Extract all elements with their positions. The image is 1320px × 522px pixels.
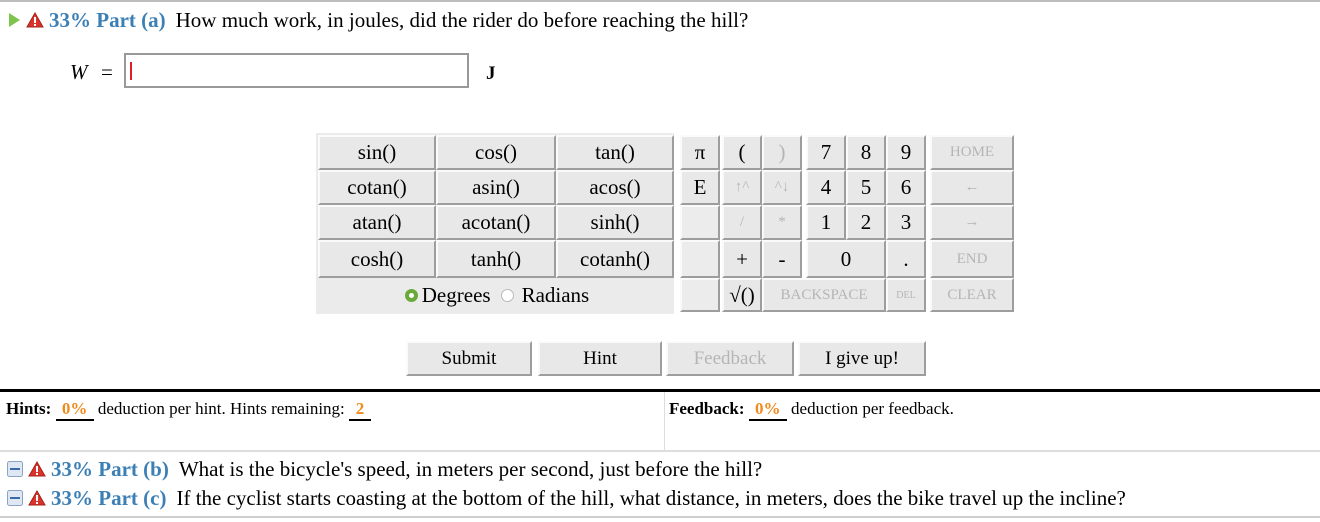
key-right-arrow[interactable]: → xyxy=(930,205,1014,240)
key-decimal[interactable]: . xyxy=(886,240,926,278)
hints-remaining: 2 xyxy=(349,399,372,421)
expand-icon[interactable] xyxy=(7,490,23,506)
key-left-arrow[interactable]: ← xyxy=(930,170,1014,205)
feedback-deduction: 0% xyxy=(748,399,787,421)
hints-text: deduction per hint. Hints remaining: xyxy=(97,399,345,418)
key-superscript-down[interactable]: ^↓ xyxy=(762,170,802,205)
feedback-info: Feedback: 0% deduction per feedback. xyxy=(669,399,954,421)
warning-icon xyxy=(26,12,44,28)
warning-icon xyxy=(28,461,46,477)
key-empty-1 xyxy=(680,205,720,240)
key-clear[interactable]: CLEAR xyxy=(930,278,1014,312)
key-6[interactable]: 6 xyxy=(886,170,926,205)
key-backspace[interactable]: BACKSPACE xyxy=(762,278,886,312)
column-divider xyxy=(664,392,665,452)
key-atan[interactable]: atan() xyxy=(318,205,436,240)
key-0[interactable]: 0 xyxy=(806,240,886,278)
answer-variable: W xyxy=(70,60,88,84)
radians-radio[interactable] xyxy=(500,288,514,302)
part-a-header[interactable]: 33% Part (a) How much work, in joules, d… xyxy=(0,6,748,34)
warning-icon xyxy=(28,490,46,506)
key-empty-2 xyxy=(680,240,720,278)
part-c-header[interactable]: 33% Part (c) If the cyclist starts coast… xyxy=(0,485,1126,511)
key-cosh[interactable]: cosh() xyxy=(318,240,436,278)
key-asin[interactable]: asin() xyxy=(436,170,556,205)
key-9[interactable]: 9 xyxy=(886,135,926,170)
key-tanh[interactable]: tanh() xyxy=(436,240,556,278)
hints-deduction: 0% xyxy=(55,399,94,421)
answer-equals: = xyxy=(101,60,113,84)
part-b-percent: 33% Part (b) xyxy=(51,456,169,481)
answer-unit: J xyxy=(486,63,496,84)
key-pi[interactable]: π xyxy=(680,135,720,170)
part-c-percent: 33% Part (c) xyxy=(51,485,167,510)
key-end[interactable]: END xyxy=(930,240,1014,278)
hints-info: Hints: 0% deduction per hint. Hints rema… xyxy=(6,399,372,421)
submit-button[interactable]: Submit xyxy=(406,341,532,376)
key-multiply[interactable]: * xyxy=(762,205,802,240)
feedback-button[interactable]: Feedback xyxy=(666,341,794,376)
key-cos[interactable]: cos() xyxy=(436,135,556,170)
angle-mode: Degrees Radians xyxy=(316,278,674,312)
key-plus[interactable]: + xyxy=(722,240,762,278)
play-icon[interactable] xyxy=(9,13,20,27)
key-cotanh[interactable]: cotanh() xyxy=(556,240,674,278)
key-4[interactable]: 4 xyxy=(806,170,846,205)
key-del[interactable]: DEL xyxy=(886,278,926,312)
hints-label: Hints: xyxy=(6,399,52,418)
answer-input[interactable] xyxy=(124,53,469,88)
bottom-border xyxy=(0,516,1320,518)
key-sqrt[interactable]: √() xyxy=(722,278,762,312)
hint-button[interactable]: Hint xyxy=(538,341,662,376)
key-empty-3 xyxy=(680,278,720,312)
key-superscript-up[interactable]: ↑^ xyxy=(722,170,762,205)
key-8[interactable]: 8 xyxy=(846,135,886,170)
feedback-label: Feedback: xyxy=(669,399,745,418)
expand-icon[interactable] xyxy=(7,461,23,477)
part-b-question: What is the bicycle's speed, in meters p… xyxy=(178,456,763,481)
degrees-label: Degrees xyxy=(421,282,491,307)
key-5[interactable]: 5 xyxy=(846,170,886,205)
section-divider xyxy=(0,450,1320,452)
key-cotan[interactable]: cotan() xyxy=(318,170,436,205)
feedback-text: deduction per feedback. xyxy=(791,399,954,418)
key-divide[interactable]: / xyxy=(722,205,762,240)
give-up-button[interactable]: I give up! xyxy=(798,341,926,376)
key-sin[interactable]: sin() xyxy=(318,135,436,170)
key-acos[interactable]: acos() xyxy=(556,170,674,205)
key-home[interactable]: HOME xyxy=(930,135,1014,170)
math-keypad: sin() cos() tan() cotan() asin() acos() … xyxy=(316,133,1016,314)
key-7[interactable]: 7 xyxy=(806,135,846,170)
text-caret xyxy=(130,62,132,80)
key-close-paren[interactable]: ) xyxy=(762,135,802,170)
part-b-header[interactable]: 33% Part (b) What is the bicycle's speed… xyxy=(0,456,762,482)
key-1[interactable]: 1 xyxy=(806,205,846,240)
part-c-question: If the cyclist starts coasting at the bo… xyxy=(176,485,1126,510)
divider xyxy=(0,389,1320,392)
key-2[interactable]: 2 xyxy=(846,205,886,240)
key-open-paren[interactable]: ( xyxy=(722,135,762,170)
key-minus[interactable]: - xyxy=(762,240,802,278)
part-a-question: How much work, in joules, did the rider … xyxy=(175,7,749,32)
key-sinh[interactable]: sinh() xyxy=(556,205,674,240)
degrees-radio[interactable] xyxy=(404,288,418,302)
key-e[interactable]: E xyxy=(680,170,720,205)
key-3[interactable]: 3 xyxy=(886,205,926,240)
key-acotan[interactable]: acotan() xyxy=(436,205,556,240)
key-tan[interactable]: tan() xyxy=(556,135,674,170)
top-border xyxy=(0,0,1320,2)
radians-label: Radians xyxy=(521,282,590,307)
part-a-percent: 33% Part (a) xyxy=(49,7,166,32)
